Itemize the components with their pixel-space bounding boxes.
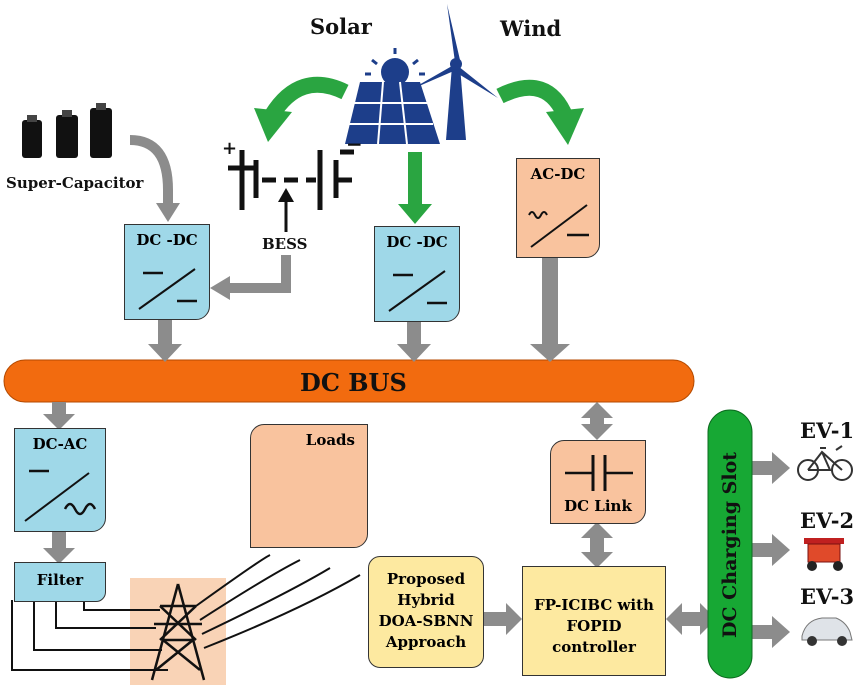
proposed-approach-block: Proposed Hybrid DOA-SBNN Approach — [368, 556, 484, 668]
charging-slot-bar — [707, 409, 753, 679]
supercapacitor-icon — [22, 103, 112, 158]
dcdc-left-label: DC -DC — [136, 231, 198, 249]
dcdc-converter-left: DC -DC — [124, 224, 210, 320]
acdc-converter: AC-DC — [516, 158, 600, 258]
dc-link-block: DC Link — [550, 440, 646, 524]
dcac-converter: DC-AC — [14, 428, 106, 532]
dcdc-converter-mid: DC -DC — [374, 226, 460, 322]
battery-minus: − — [346, 132, 363, 156]
converter-symbol-icon — [24, 469, 97, 522]
dcdc-mid-label: DC -DC — [386, 233, 448, 251]
approach-line-1: Proposed — [386, 570, 466, 588]
wind-label: Wind — [500, 16, 562, 41]
capacitor-icon — [565, 455, 633, 491]
controller-line-1: FP-ICIBC with — [534, 596, 654, 614]
car-icon — [801, 617, 853, 646]
bess-label: BESS — [262, 235, 308, 253]
acdc-label: AC-DC — [530, 165, 586, 183]
ev-3-label: EV-3 — [800, 584, 855, 609]
ev-1-label: EV-1 — [800, 418, 855, 443]
controller-line-2: FOPID — [566, 617, 622, 635]
approach-line-4: Approach — [385, 633, 467, 651]
dcac-label: DC-AC — [32, 435, 88, 453]
filter-block: Filter — [14, 562, 106, 602]
ev-2-label: EV-2 — [800, 508, 855, 533]
green-arrow-right — [496, 79, 574, 122]
dc-bus-label: DC BUS — [300, 368, 407, 397]
supercap-arrow — [129, 135, 173, 205]
loads-block: Loads — [250, 424, 368, 548]
loads-label: Loads — [305, 431, 355, 449]
wind-turbine-icon — [410, 4, 498, 140]
solar-label: Solar — [310, 14, 372, 39]
controller-block: FP-ICIBC with FOPID controller — [522, 566, 666, 676]
charging-slot-label: DC Charging Slot — [719, 451, 741, 639]
erickshaw-icon — [804, 538, 844, 571]
approach-line-2: Hybrid — [397, 591, 455, 609]
approach-line-3: DOA-SBNN — [378, 612, 474, 630]
converter-symbol-icon — [138, 268, 197, 310]
bicycle-icon — [797, 445, 853, 481]
supercap-label: Super-Capacitor — [6, 174, 144, 192]
green-arrow-left — [265, 76, 349, 120]
converter-symbol-icon — [528, 204, 589, 248]
battery-plus: + — [222, 138, 238, 159]
dc-bus-bar — [3, 359, 695, 403]
battery-icon — [228, 149, 354, 210]
controller-line-3: controller — [552, 638, 636, 656]
converter-symbol-icon — [388, 270, 447, 312]
solar-panel-icon — [345, 48, 440, 145]
filter-label: Filter — [36, 571, 84, 589]
transmission-tower-icon — [150, 583, 206, 681]
bess-arrow — [228, 255, 291, 293]
dc-link-label: DC Link — [564, 497, 632, 515]
